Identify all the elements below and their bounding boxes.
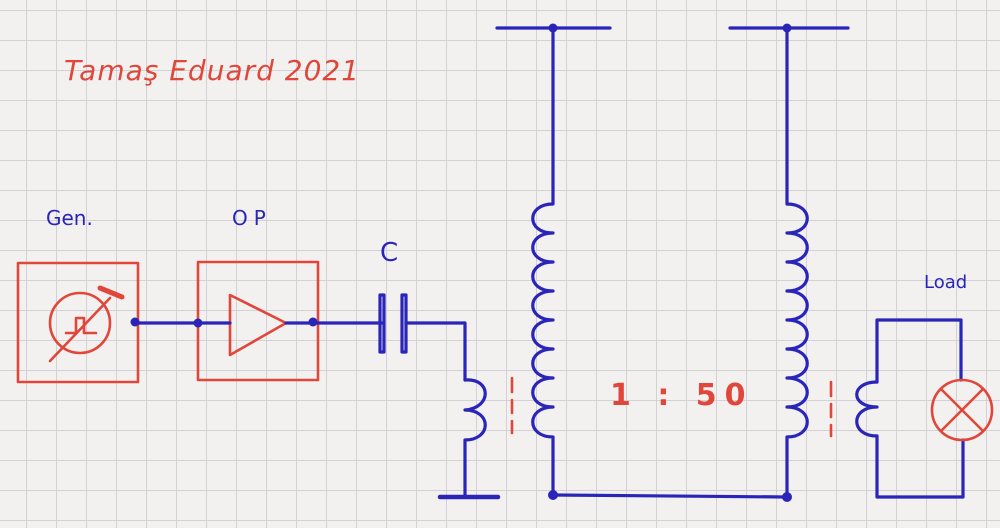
lamp-load-symbol (930, 378, 994, 442)
generator-label: Gen. (46, 206, 93, 230)
transformer-primary-coil (495, 23, 612, 497)
generator-block (16, 261, 140, 384)
capacitor-label: C (380, 238, 399, 268)
output-coil (855, 318, 965, 499)
input-wiring (130, 317, 384, 328)
turns-ratio-label: 1 : 50 (610, 378, 754, 413)
load-label: Load (924, 272, 968, 293)
transformer-secondary-coil (728, 23, 850, 499)
input-coil (437, 378, 501, 500)
author-title: Tamaş Eduard 2021 (64, 54, 361, 87)
transformer-bottom-wire (551, 493, 789, 499)
capacitor-symbol (378, 293, 467, 382)
amplifier-label: OP (232, 206, 272, 230)
op-amp-block (196, 260, 320, 382)
